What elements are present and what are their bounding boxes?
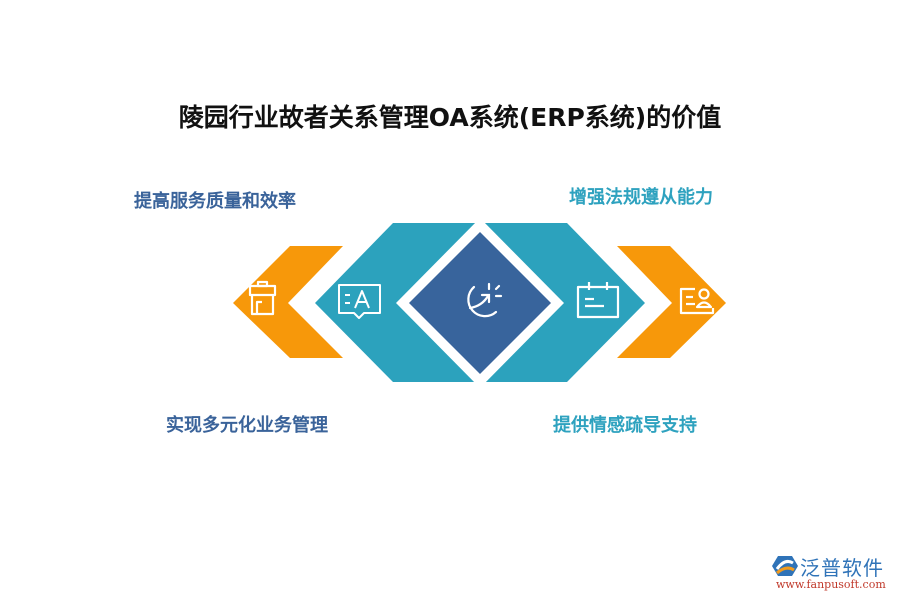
toolbox-icon bbox=[248, 280, 277, 316]
center-diamond bbox=[409, 232, 551, 374]
logo-icon bbox=[772, 556, 798, 576]
translate-chat-icon bbox=[338, 284, 381, 319]
growth-arrow-icon bbox=[467, 282, 503, 318]
right-orange-chevron bbox=[617, 246, 726, 358]
logo-url: www.fanpusoft.com bbox=[776, 578, 886, 591]
label-compliance: 增强法规遵从能力 bbox=[569, 187, 713, 208]
label-improve-service: 提高服务质量和效率 bbox=[134, 191, 296, 212]
page-title: 陵园行业故者关系管理OA系统(ERP系统)的价值 bbox=[178, 103, 722, 132]
label-emotional-support: 提供情感疏导支持 bbox=[553, 415, 697, 436]
brand-logo: 泛普软件 www.fanpusoft.com bbox=[772, 552, 897, 597]
left-orange-chevron bbox=[233, 246, 343, 358]
label-diversified-business: 实现多元化业务管理 bbox=[166, 415, 328, 436]
logo-name: 泛普软件 bbox=[800, 556, 884, 580]
user-card-icon bbox=[679, 287, 715, 315]
calendar-icon bbox=[576, 282, 620, 319]
